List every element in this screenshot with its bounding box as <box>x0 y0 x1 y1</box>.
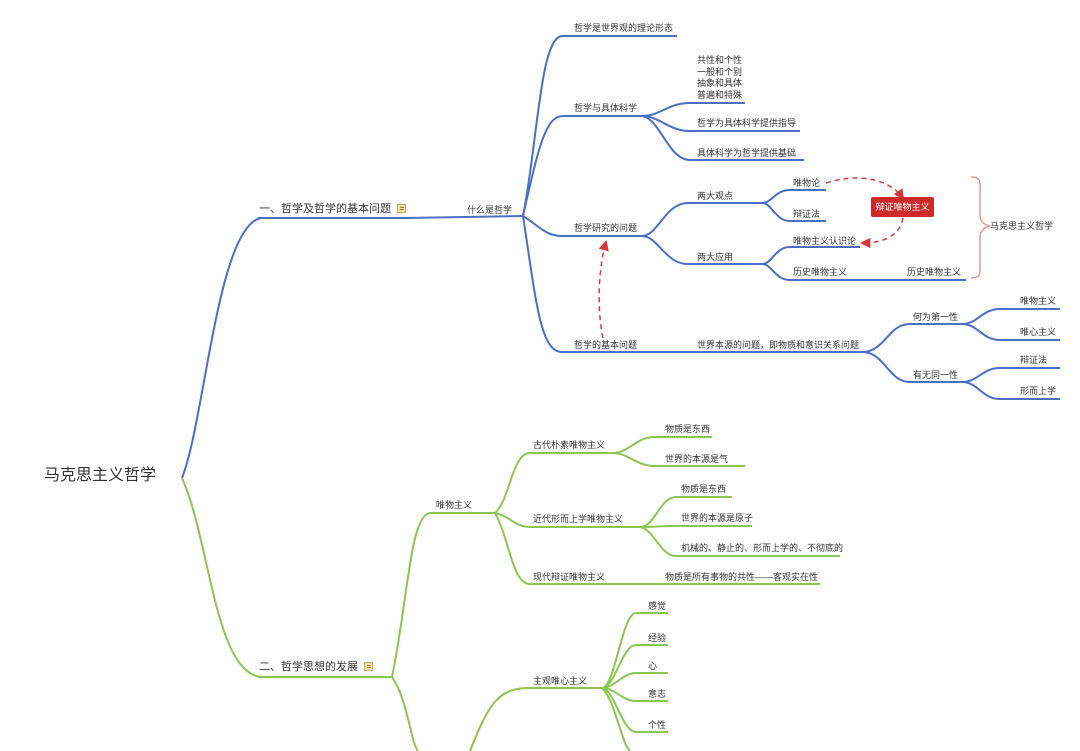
node-modern-item-3[interactable]: 机械的、静止的、形而上学的、不彻底的 <box>681 543 844 553</box>
node-ancient-materialism[interactable]: 古代朴素唯物主义 <box>533 440 606 450</box>
node-dialectical-item[interactable]: 物质是所有事物的共性——客观实在性 <box>665 572 819 582</box>
node-metaphysics[interactable]: 形而上学 <box>1020 386 1057 396</box>
node-pair-3[interactable]: 抽象和具体 <box>697 78 743 88</box>
node-modern-item-2[interactable]: 世界的本源是原子 <box>681 513 754 523</box>
node-research[interactable]: 哲学研究的问题 <box>574 223 638 233</box>
label-marxism[interactable]: 马克思主义哲学 <box>990 221 1054 231</box>
relation-arrows <box>598 177 905 339</box>
marxism-brace <box>970 176 991 279</box>
node-modern-item-1[interactable]: 物质是东西 <box>681 484 727 494</box>
node-philosophy-science[interactable]: 哲学与具体科学 <box>574 103 638 113</box>
node-dialectical-materialism[interactable]: 现代辩证唯物主义 <box>533 572 606 582</box>
section1-title-text: 一、哲学及哲学的基本问题 <box>259 203 391 215</box>
node-materialism-theory[interactable]: 唯物论 <box>793 178 821 188</box>
node-dialectics[interactable]: 辩证法 <box>793 209 821 219</box>
node-two-views[interactable]: 两大观点 <box>697 191 734 201</box>
node-ancient-item-2[interactable]: 世界的本源是气 <box>665 454 729 464</box>
node-pair-1[interactable]: 共性和个性 <box>697 55 743 65</box>
node-idealism-item-3[interactable]: 心 <box>648 661 658 671</box>
node-what-is-philosophy[interactable]: 什么是哲学 <box>467 205 513 215</box>
node-two-applications[interactable]: 两大应用 <box>697 252 734 262</box>
node-materialism[interactable]: 唯物主义 <box>1020 296 1057 306</box>
node-subjective-idealism[interactable]: 主观唯心主义 <box>533 676 588 686</box>
root-node[interactable]: 马克思主义哲学 <box>44 467 157 484</box>
section1-title[interactable]: 一、哲学及哲学的基本问题 <box>259 203 406 216</box>
section2-title[interactable]: 二、哲学思想的发展 <box>259 661 373 674</box>
node-pair-4[interactable]: 普遍和特殊 <box>697 90 743 100</box>
node-idealism[interactable]: 唯心主义 <box>1020 327 1057 337</box>
node-worldview[interactable]: 哲学是世界观的理论形态 <box>574 23 674 33</box>
node-epistemology[interactable]: 唯物主义认识论 <box>793 236 857 246</box>
node-origin[interactable]: 世界本源的问题，即物质和意识关系问题 <box>697 340 860 350</box>
node-which-first[interactable]: 何为第一性 <box>913 312 959 322</box>
node-historical-materialism[interactable]: 历史唯物主义 <box>793 267 848 277</box>
node-idealism-item-2[interactable]: 经验 <box>648 633 667 643</box>
badge-dialectical-materialism[interactable]: 辩证唯物主义 <box>871 197 934 217</box>
node-pair-2[interactable]: 一般和个别 <box>697 67 743 77</box>
node-identity[interactable]: 有无同一性 <box>913 370 959 380</box>
node-basic-question[interactable]: 哲学的基本问题 <box>574 340 638 350</box>
node-modern-materialism[interactable]: 近代形而上学唯物主义 <box>533 514 624 524</box>
node-dialectic[interactable]: 辩证法 <box>1020 355 1048 365</box>
node-historical-materialism-2[interactable]: 历史唯物主义 <box>907 267 962 277</box>
note-icon[interactable] <box>364 662 373 671</box>
node-idealism-item-1[interactable]: 感觉 <box>648 601 667 611</box>
node-guide[interactable]: 哲学为具体科学提供指导 <box>697 118 797 128</box>
branch-section1-lines <box>181 35 1060 479</box>
node-ancient-item-1[interactable]: 物质是东西 <box>665 424 711 434</box>
node-idealism-item-4[interactable]: 意志 <box>648 689 667 699</box>
node-base[interactable]: 具体科学为哲学提供基础 <box>697 148 797 158</box>
note-icon[interactable] <box>397 204 406 213</box>
node-idealism-item-5[interactable]: 个性 <box>648 720 667 730</box>
branch-section2-lines <box>181 436 840 751</box>
section2-title-text: 二、哲学思想的发展 <box>259 661 358 673</box>
node-materialism-school[interactable]: 唯物主义 <box>436 500 473 510</box>
